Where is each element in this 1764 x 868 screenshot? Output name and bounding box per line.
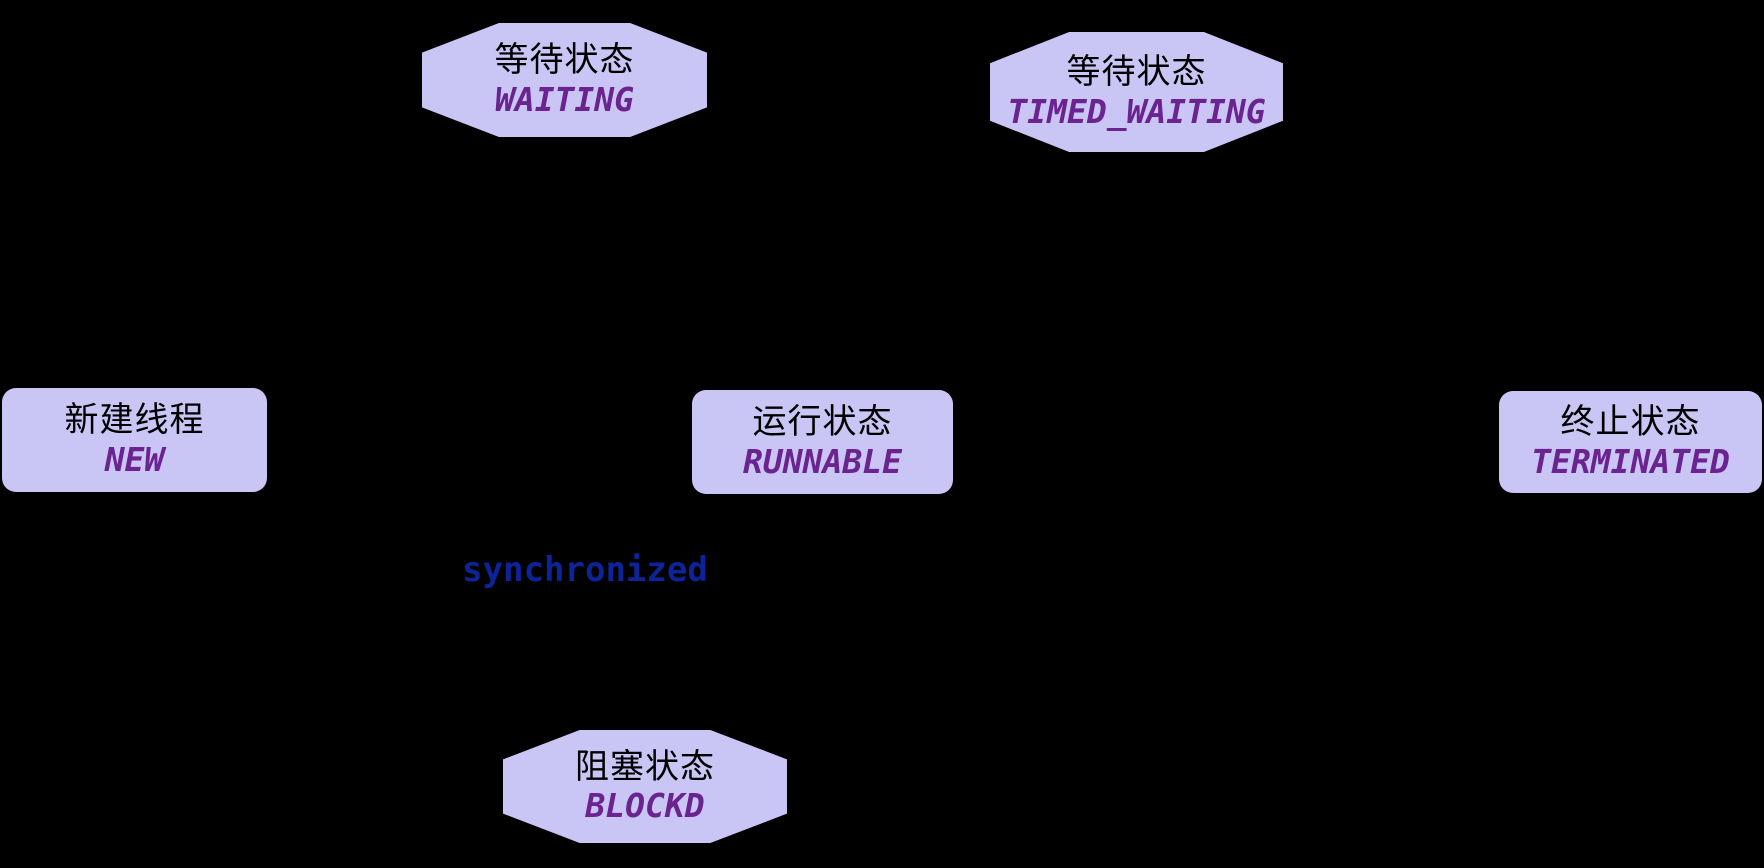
octagon-shape (422, 23, 707, 137)
state-node-waiting: 等待状态 WAITING (422, 23, 707, 137)
state-node-new: 新建线程 NEW (2, 388, 267, 492)
node-label: 终止状态 TERMINATED (1531, 402, 1730, 481)
state-name-english: BLOCKD (585, 786, 705, 826)
octagon-shape (503, 730, 787, 843)
rounded-rect-shape (1499, 391, 1762, 493)
rounded-rect-shape (692, 390, 953, 494)
state-title-chinese: 等待状态 (494, 40, 635, 81)
node-label: 等待状态 TIMED_WAITING (1007, 52, 1265, 131)
state-name-english: NEW (104, 439, 165, 479)
state-node-blocked: 阻塞状态 BLOCKD (503, 730, 787, 843)
octagon-shape (990, 32, 1283, 152)
state-title-chinese: 运行状态 (752, 402, 893, 443)
state-name-english: TERMINATED (1531, 441, 1730, 481)
state-name-english: TIMED_WAITING (1007, 91, 1266, 131)
state-title-chinese: 阻塞状态 (575, 746, 715, 787)
node-label: 运行状态 RUNNABLE (743, 402, 902, 481)
state-node-terminated: 终止状态 TERMINATED (1499, 391, 1762, 493)
node-label: 新建线程 NEW (65, 400, 205, 479)
node-label: 等待状态 WAITING (495, 40, 635, 119)
state-name-english: WAITING (494, 79, 635, 119)
state-title-chinese: 等待状态 (1066, 52, 1207, 93)
state-title-chinese: 终止状态 (1560, 402, 1701, 443)
state-node-runnable: 运行状态 RUNNABLE (692, 390, 953, 494)
rounded-rect-shape (2, 388, 267, 492)
node-label: 阻塞状态 BLOCKD (575, 747, 715, 826)
state-node-timed-waiting: 等待状态 TIMED_WAITING (990, 32, 1283, 152)
synchronized-edge-label: synchronized (462, 550, 708, 590)
state-title-chinese: 新建线程 (64, 400, 205, 441)
state-name-english: RUNNABLE (743, 441, 902, 481)
